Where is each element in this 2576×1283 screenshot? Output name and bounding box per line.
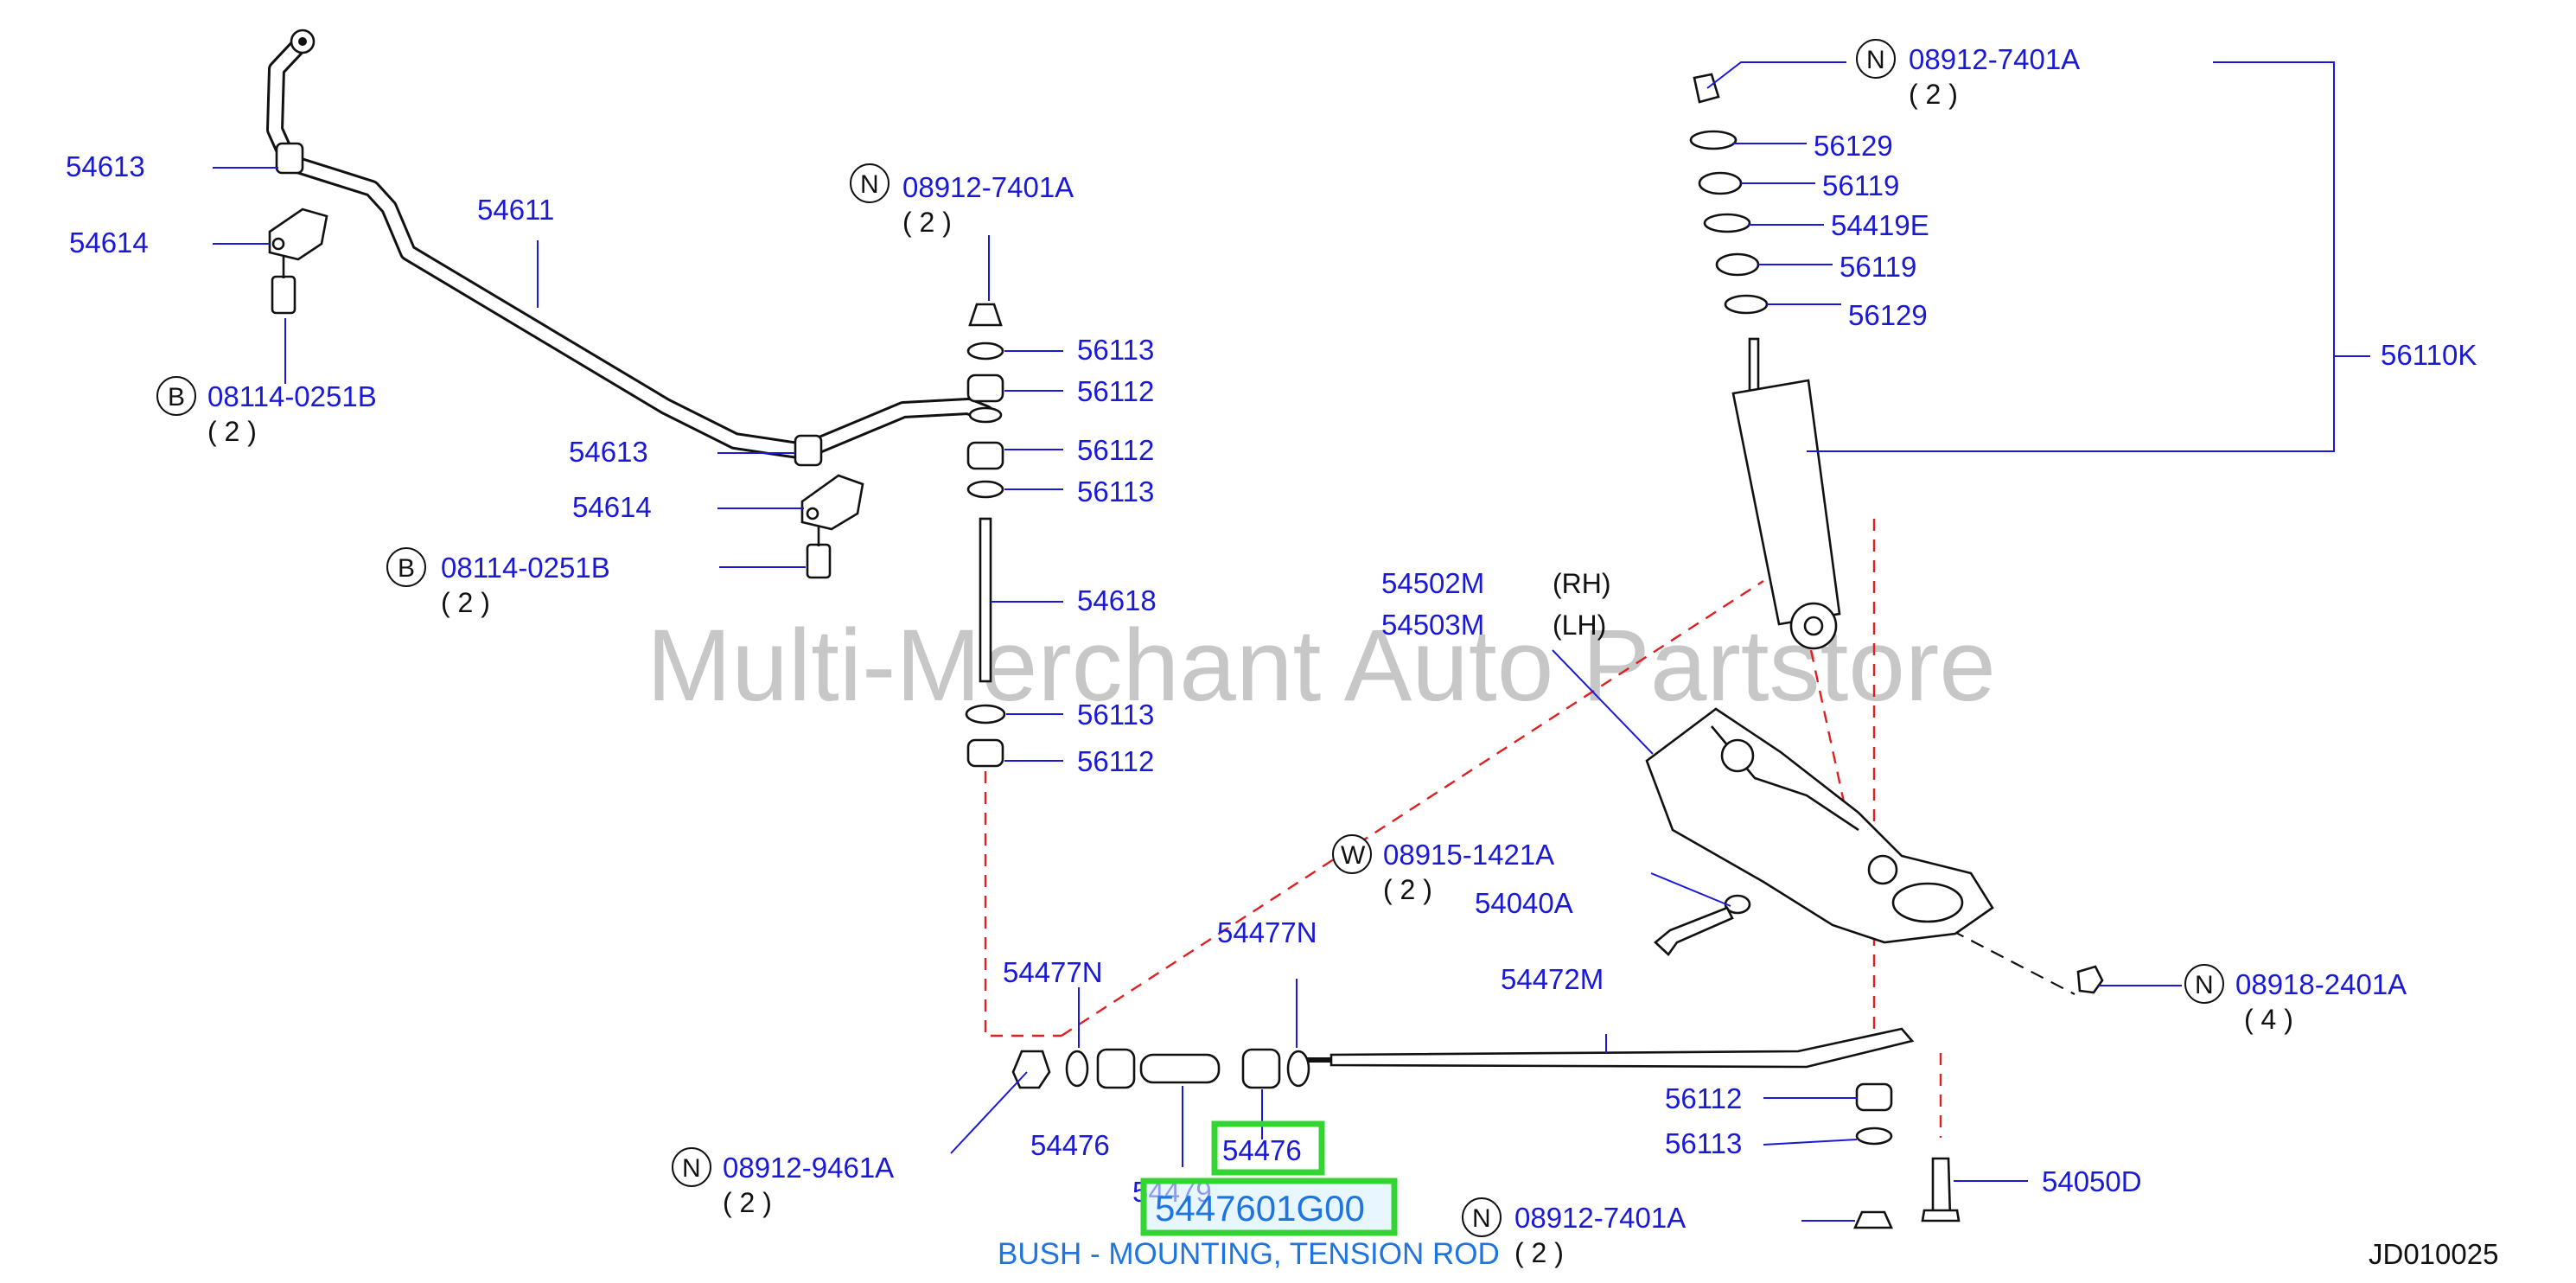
lower-control-arm [1645,707,1994,944]
highlight-part-number[interactable]: 5447601G00 [1155,1188,1365,1229]
badge-w: W [1332,834,1372,874]
label-56119-a[interactable]: 56119 [1822,169,1899,201]
part-caption: BUSH - MOUNTING, TENSION ROD [998,1237,1500,1271]
label-54050d[interactable]: 54050D [2042,1165,2142,1197]
svg-text:B: B [398,554,415,583]
label-08915-1421a[interactable]: 08915-1421A [1383,839,1554,871]
label-54419e[interactable]: 54419E [1831,209,1929,241]
label-54614-upper[interactable]: 54614 [69,227,149,259]
svg-text:N: N [682,1154,701,1183]
svg-text:N: N [860,170,879,199]
label-56113-d[interactable]: 56113 [1665,1127,1742,1159]
highlight-box-54476 [1211,1120,1325,1176]
svg-text:N: N [2195,971,2214,999]
label-08114-0251b-lower[interactable]: 08114-0251B [441,552,610,584]
svg-text:W: W [1341,841,1366,870]
watermark: Multi-Merchant Auto Partstore [647,609,1996,723]
label-56113-a[interactable]: 56113 [1077,334,1154,366]
svg-text:N: N [1866,46,1885,74]
label-54503m[interactable]: 54503M [1381,609,1484,641]
label-54613-lower[interactable]: 54613 [569,436,648,468]
nut-right [2076,965,2104,994]
label-54476-highlighted[interactable]: 54476 [1222,1134,1302,1166]
qty-08912-9461a: ( 2 ) [723,1187,772,1218]
label-54611[interactable]: 54611 [477,194,554,226]
stabilizer-link-stack [965,303,1006,768]
label-08114-0251b-upper[interactable]: 08114-0251B [207,380,377,412]
svg-text:B: B [168,383,185,412]
label-56129-b[interactable]: 56129 [1848,299,1928,331]
label-54618[interactable]: 54618 [1077,584,1157,616]
side-lh: (LH) [1553,610,1606,641]
qty-08912-link: ( 2 ) [902,207,952,238]
label-08918-2401a[interactable]: 08918-2401A [2235,968,2407,1000]
label-54502m[interactable]: 54502M [1381,567,1484,599]
label-56129-a[interactable]: 56129 [1814,130,1893,162]
qty-08114-upper: ( 2 ) [207,416,257,447]
badge-n-shock: N [1856,39,1896,79]
badge-n-link: N [850,163,889,203]
label-54477n-left[interactable]: 54477N [1003,956,1103,988]
label-56112-a[interactable]: 56112 [1077,375,1154,407]
label-08912-9461a[interactable]: 08912-9461A [723,1152,894,1184]
label-56112-c[interactable]: 56112 [1077,745,1154,777]
label-56112-b[interactable]: 56112 [1077,434,1154,466]
badge-b-upper: B [156,376,196,416]
label-54614-lower[interactable]: 54614 [572,491,652,523]
badge-b-lower: B [386,547,426,587]
badge-n-bottom: N [1462,1197,1502,1237]
svg-text:N: N [1472,1204,1491,1233]
label-08912-7401a-bottom[interactable]: 08912-7401A [1514,1202,1686,1234]
stabilizer-bar [266,29,994,467]
side-rh: (RH) [1553,568,1611,599]
label-54040a[interactable]: 54040A [1475,887,1573,919]
label-08912-7401a-link[interactable]: 08912-7401A [902,171,1074,203]
arm-bolt [1654,894,1751,956]
highlight-box-5447601g00 [1140,1178,1398,1236]
label-56113-b[interactable]: 56113 [1077,476,1154,507]
qty-08912-bottom: ( 2 ) [1514,1237,1564,1268]
badge-n-bottom-left: N [672,1147,711,1187]
tension-rod [1297,1027,1915,1069]
shock-absorber [1689,73,1841,650]
qty-08918: ( 4 ) [2244,1004,2293,1035]
qty-08915: ( 2 ) [1383,874,1432,905]
label-56119-b[interactable]: 56119 [1840,251,1916,283]
qty-08912-shock: ( 2 ) [1909,79,1958,110]
leader-lines [213,61,2370,1222]
badge-n-right: N [2184,964,2224,1004]
label-56110k[interactable]: 56110K [2381,339,2477,371]
arm-lower-stack [1852,1082,1961,1229]
label-56112-d[interactable]: 56112 [1665,1082,1742,1114]
label-54613-upper[interactable]: 54613 [66,150,145,182]
label-56113-c[interactable]: 56113 [1077,699,1154,731]
clamp-upper [268,207,328,315]
label-54476-left[interactable]: 54476 [1030,1129,1110,1161]
label-54477n-right[interactable]: 54477N [1217,916,1317,948]
qty-08114-lower: ( 2 ) [441,587,490,618]
clamp-lower [800,474,864,579]
tension-rod-bush-stack [1011,1048,1310,1089]
label-54472m[interactable]: 54472M [1501,963,1604,995]
label-08912-7401a-shock[interactable]: 08912-7401A [1909,43,2080,75]
diagram-code: JD010025 [2369,1238,2498,1270]
highlight-part[interactable]: 5447601G00 [1140,1178,1398,1236]
